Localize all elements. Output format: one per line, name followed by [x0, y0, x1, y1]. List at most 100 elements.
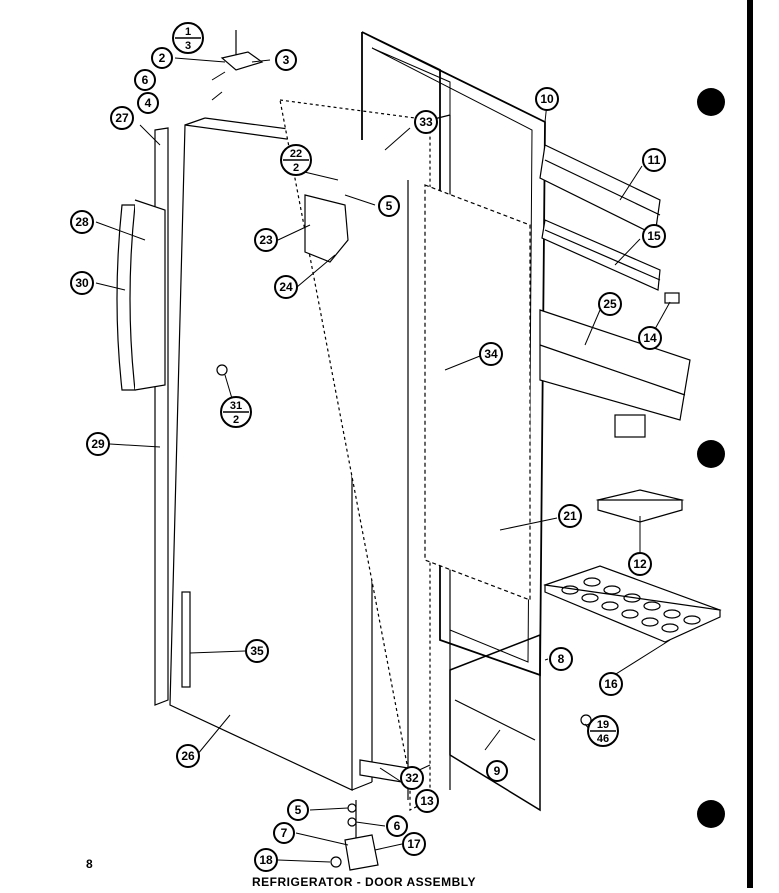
callouts: 2 3 6 4 27 28 30 29 33 10 11 15 25 14 5 … [70, 47, 666, 872]
callout-8: 8 [549, 647, 573, 671]
svg-text:29: 29 [91, 437, 105, 451]
callout-10: 10 [535, 87, 559, 111]
svg-text:14: 14 [643, 331, 657, 345]
gasket-frame [361, 31, 546, 677]
callout-25: 25 [598, 292, 622, 316]
shelf-rail-15 [541, 219, 661, 291]
svg-text:3: 3 [185, 40, 191, 52]
svg-text:24: 24 [279, 280, 293, 294]
svg-text:30: 30 [75, 276, 89, 290]
page-title: REFRIGERATOR - DOOR ASSEMBLY [252, 875, 477, 889]
svg-text:4: 4 [145, 96, 152, 110]
svg-text:25: 25 [603, 297, 617, 311]
fraction-31-2: 31 2 [220, 396, 252, 428]
svg-text:8: 8 [558, 652, 565, 666]
callout-17: 17 [402, 832, 426, 856]
callout-23: 23 [254, 228, 278, 252]
svg-text:2: 2 [159, 51, 166, 65]
callout-6a: 6 [134, 69, 156, 91]
callout-21: 21 [558, 504, 582, 528]
svg-text:9: 9 [494, 764, 501, 778]
svg-text:23: 23 [259, 233, 273, 247]
svg-text:21: 21 [563, 509, 577, 523]
callout-5a: 5 [378, 195, 400, 217]
svg-text:2: 2 [293, 162, 299, 174]
bottom-trim [449, 633, 541, 812]
callout-15: 15 [642, 224, 666, 248]
svg-text:6: 6 [394, 819, 401, 833]
inner-panel [424, 184, 531, 601]
callout-12: 12 [628, 552, 652, 576]
svg-text:1: 1 [185, 26, 191, 38]
svg-text:7: 7 [281, 826, 288, 840]
callout-9: 9 [486, 760, 508, 782]
leader-lines [95, 57, 671, 863]
callout-11: 11 [642, 148, 666, 172]
svg-text:27: 27 [115, 111, 129, 125]
callout-28: 28 [70, 210, 94, 234]
svg-text:18: 18 [259, 853, 273, 867]
svg-text:46: 46 [597, 733, 609, 745]
callout-33: 33 [414, 110, 438, 134]
callout-24: 24 [274, 275, 298, 299]
butter-dish [595, 489, 685, 523]
fraction-callouts: 1 3 22 2 31 2 19 46 [172, 22, 619, 747]
callout-13: 13 [415, 789, 439, 813]
callout-27: 27 [110, 106, 134, 130]
svg-text:6: 6 [142, 73, 149, 87]
callout-18: 18 [254, 848, 278, 872]
callout-29: 29 [86, 432, 110, 456]
svg-text:3: 3 [283, 53, 290, 67]
svg-text:28: 28 [75, 215, 89, 229]
bracket-14 [664, 292, 680, 304]
svg-text:10: 10 [540, 92, 554, 106]
svg-text:15: 15 [647, 229, 661, 243]
callout-2: 2 [151, 47, 173, 69]
hinge-pin [216, 364, 228, 376]
handle-assembly [116, 199, 166, 391]
callout-16: 16 [599, 672, 623, 696]
svg-text:16: 16 [604, 677, 618, 691]
top-hinge [220, 30, 264, 71]
callout-5b: 5 [287, 799, 309, 821]
egg-tray [543, 565, 722, 643]
svg-text:32: 32 [405, 771, 419, 785]
bottom-hinge [344, 800, 379, 871]
svg-text:5: 5 [386, 199, 393, 213]
callout-35: 35 [245, 639, 269, 663]
svg-text:33: 33 [419, 115, 433, 129]
hinge-cover [304, 194, 349, 263]
page-edge-rule [747, 0, 753, 888]
svg-text:19: 19 [597, 719, 609, 731]
page-number: 8 [86, 857, 93, 871]
fraction-1-3: 1 3 [172, 22, 204, 54]
svg-text:11: 11 [648, 153, 661, 167]
svg-text:22: 22 [290, 148, 302, 160]
shelf-rail-11 [539, 144, 661, 236]
svg-text:2: 2 [233, 414, 239, 426]
svg-text:17: 17 [407, 837, 421, 851]
callout-4: 4 [137, 92, 159, 114]
callout-32: 32 [400, 766, 424, 790]
callout-6b: 6 [386, 815, 408, 837]
callout-26: 26 [176, 744, 200, 768]
svg-text:34: 34 [484, 347, 498, 361]
washer-5 [347, 803, 357, 813]
svg-text:5: 5 [295, 803, 302, 817]
binder-hole-dot [697, 800, 725, 828]
callout-14: 14 [638, 326, 662, 350]
svg-text:13: 13 [420, 794, 434, 808]
binder-hole-dot [697, 440, 725, 468]
fraction-22-2: 22 2 [280, 144, 312, 176]
binder-hole-dot [697, 88, 725, 116]
svg-text:35: 35 [250, 644, 264, 658]
callout-3: 3 [275, 49, 297, 71]
svg-text:12: 12 [633, 557, 647, 571]
washer-6 [347, 817, 357, 827]
callout-7: 7 [273, 822, 295, 844]
vertical-strip [181, 591, 191, 688]
callout-30: 30 [70, 271, 94, 295]
callout-34: 34 [479, 342, 503, 366]
